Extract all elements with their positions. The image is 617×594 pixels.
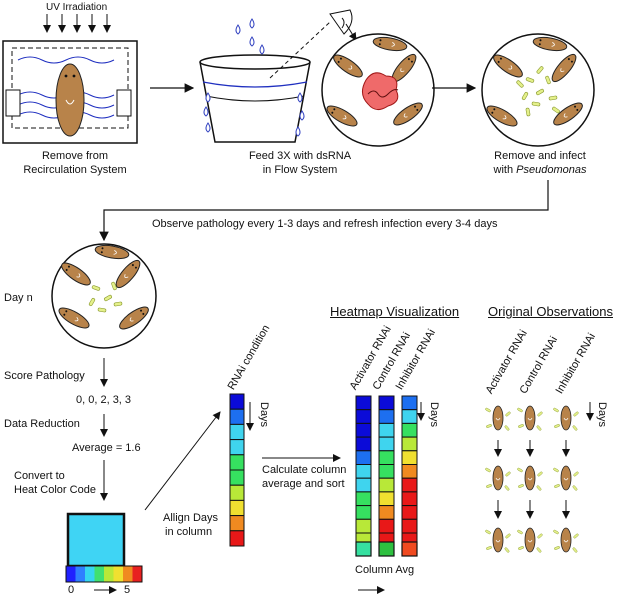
scale-frame [65,565,143,583]
heatmap-cell [401,395,418,411]
aligned-day-cell [229,484,245,501]
heatmap-cell [401,464,418,479]
align-label-line1: Allign Days [163,512,219,524]
aligned-day-cell [229,530,245,547]
heatmap-cell [401,477,418,493]
heatmap-cell [401,518,418,534]
heatmap-cell [378,477,395,493]
step3-label-line2: with Pseudomonas [494,164,587,177]
heatmap-cell [355,436,372,452]
step1-label-line2: Recirculation System [23,164,127,176]
aligned-day-cell [229,423,245,441]
aligned-day-cell [229,515,245,532]
heatmap-cell [401,436,418,452]
observations-title: Original Observations [488,304,613,319]
heatmap-cell [355,409,372,424]
heatmap-cell [401,505,418,520]
scale-segment [123,566,133,582]
observations-grid [485,402,594,553]
aligned-day-cell [229,499,245,517]
obs-days-label: Days [596,402,608,428]
heatmap-cell [378,409,395,424]
observe-note: Observe pathology every 1-3 days and ref… [152,218,498,230]
scale-segment [75,566,86,582]
average-value: Average = 1.6 [72,442,141,454]
scale-segment [113,566,124,582]
heatmap-cell [355,450,372,465]
heatmap-cell [401,450,418,465]
score-pathology-label: Score Pathology [4,370,85,382]
heatmap-cell [355,518,372,534]
step2-label-line1: Feed 3X with dsRNA [248,150,352,162]
heatmap-cell [378,491,395,507]
heatmap-columns [355,395,418,557]
heatmap-cell [355,422,372,438]
column-avg-label: Column Avg [355,564,415,576]
aligned-day-column [229,393,245,547]
dish-feeding [321,33,435,147]
dish-infected [481,33,595,147]
data-reduction-label: Data Reduction [4,418,80,430]
heatmap-cell [378,450,395,465]
column-average-cell [355,541,372,557]
heatmap-cell [355,395,372,411]
scores-values: 0, 0, 2, 3, 3 [76,394,132,406]
scale-max-label: 5 [124,584,131,594]
scale-segment [85,566,95,582]
align-days-label: Days [258,402,270,428]
aligned-day-cell [229,393,245,410]
heatmap-cell [355,491,372,507]
day-n-label: Day n [4,292,33,304]
aligned-day-cell [229,469,245,486]
step3-label-line1: Remove and infect [494,150,586,162]
color-scale [65,565,143,583]
step3-prefix: with [493,164,517,176]
heatmap-cell [378,395,395,411]
heatmap-cell [378,422,395,438]
scale-segment [66,566,76,582]
heatmap-cell [355,464,372,479]
heatmap-cell [378,436,395,452]
feeding-beaker [199,9,357,143]
step1-label-line1: Remove from [41,150,109,162]
scale-segment [132,566,143,582]
heatmap-cell [378,464,395,479]
heatmap-cell [401,491,418,507]
align-label-line2: in column [165,526,213,538]
step2-label-line2: in Flow System [262,164,338,176]
step3-organism: Pseudomonas [516,164,587,176]
column-average-cell [378,541,395,557]
recirculation-tank [2,14,138,144]
heatmap-cell [378,505,395,520]
heatmap-title: Heatmap Visualization [330,304,460,319]
dish-day-n [51,242,157,349]
heatmap-cell [401,409,418,424]
heatmap-cell [355,477,372,493]
column-average-cell [401,541,418,557]
aligned-day-cell [229,439,245,456]
scale-min-label: 0 [68,584,75,594]
heatmap-cell [355,505,372,520]
aligned-day-cell [229,454,245,471]
heatmap-days-label: Days [428,402,440,428]
calc-label-line2: average and sort [262,478,345,490]
convert-label-line2: Heat Color Code [14,484,96,496]
heatmap-cell [378,518,395,534]
scale-segment [94,566,105,582]
calc-label-line1: Calculate column [262,464,347,476]
heat-color-square [66,512,126,568]
heatmap-cell [401,422,418,438]
scale-segment [104,566,114,582]
uv-irradiation-label: UV Irradiation [46,2,108,13]
aligned-day-cell [229,408,245,425]
convert-label-line1: Convert to [14,470,65,482]
